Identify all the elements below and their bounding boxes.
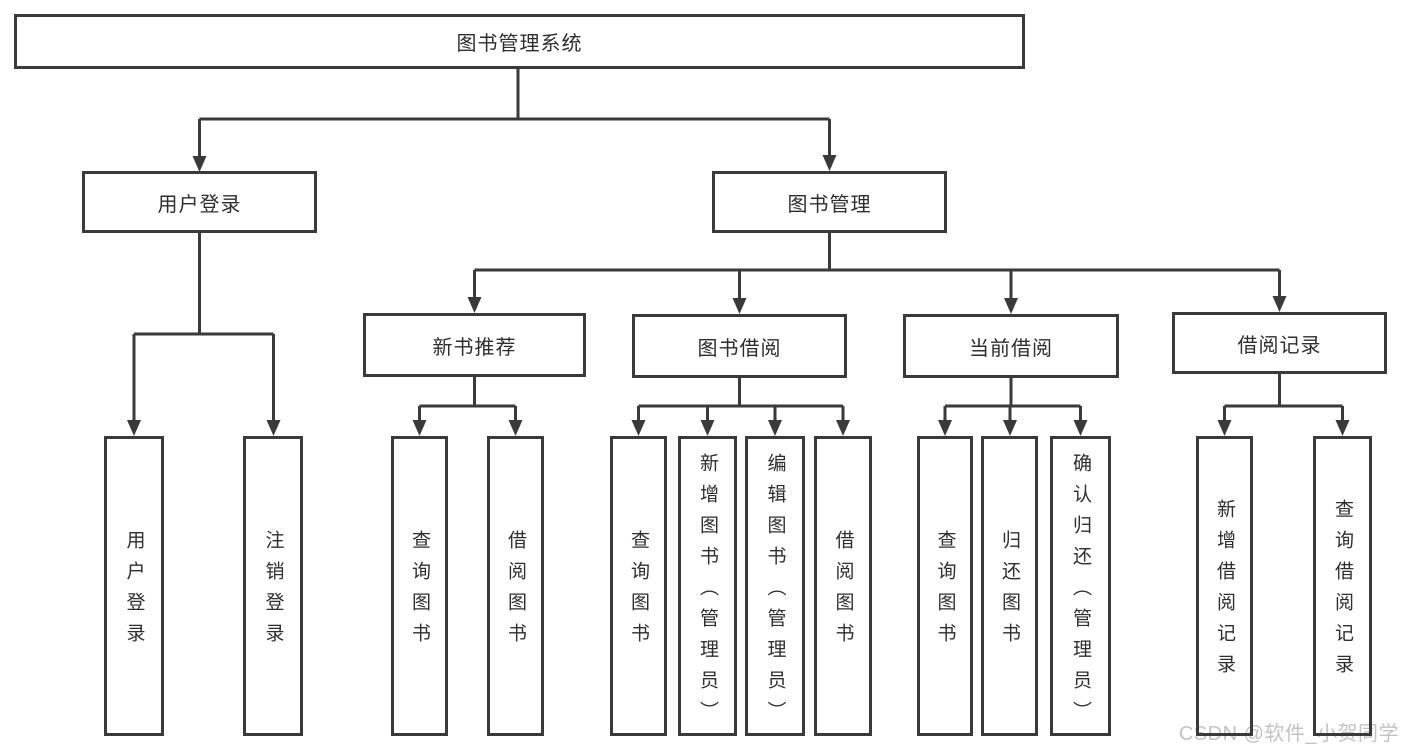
leaf-add-borrow-record: 新增借阅记录 [1196, 436, 1253, 736]
arrow-down-icon [1073, 420, 1088, 436]
watermark: CSDN @软件_小贺同学 [1178, 723, 1399, 745]
leaf-label: 查询借阅记录 [1332, 499, 1353, 685]
node-label: 图书借阅 [697, 337, 782, 360]
arrow-down-icon [732, 298, 747, 314]
leaf-return-books: 归还图书 [981, 436, 1038, 736]
leaf-logout: 注销登录 [243, 436, 303, 736]
leaf-query-borrow-record: 查询借阅记录 [1313, 436, 1372, 736]
arrow-down-icon [822, 155, 837, 171]
leaf-label: 新增借阅记录 [1214, 499, 1235, 685]
leaf-borrow-books-borrowing: 借阅图书 [814, 436, 872, 736]
connector-borrowrecords-branch [1223, 374, 1344, 421]
leaf-label: 归还图书 [999, 530, 1020, 654]
node-user-login: 用户登录 [82, 171, 317, 233]
node-label: 新书推荐 [432, 336, 517, 359]
node-new-book-recommendation: 新书推荐 [363, 313, 586, 377]
arrow-down-icon [631, 420, 646, 436]
node-book-borrowing: 图书借阅 [632, 314, 847, 378]
leaf-label: 确认归还（管理员） [1070, 452, 1091, 732]
arrow-down-icon [1217, 420, 1232, 436]
arrow-down-icon [1272, 296, 1287, 312]
arrow-down-icon [266, 420, 281, 436]
node-label: 图书管理系统 [456, 33, 583, 55]
leaf-user-login: 用户登录 [104, 436, 164, 736]
leaf-confirm-return-admin: 确认归还（管理员） [1050, 436, 1111, 736]
leaf-label: 借阅图书 [505, 530, 526, 654]
arrow-down-icon [700, 420, 715, 436]
arrow-down-icon [412, 420, 427, 436]
arrow-down-icon [768, 420, 782, 436]
leaf-label: 查询图书 [628, 530, 649, 654]
node-label: 图书管理 [787, 193, 872, 216]
node-label: 借阅记录 [1237, 334, 1322, 357]
arrow-down-icon [508, 420, 523, 436]
arrow-down-icon [467, 297, 482, 313]
leaf-query-books-recommend: 查询图书 [391, 436, 448, 736]
leaf-edit-books-admin: 编辑图书（管理员） [745, 436, 805, 736]
node-borrowing-records: 借阅记录 [1172, 312, 1387, 374]
arrow-down-icon [1004, 298, 1018, 314]
connector-root-to-level2 [198, 69, 831, 157]
leaf-query-books-current: 查询图书 [917, 436, 973, 736]
leaf-label: 编辑图书（管理员） [764, 452, 786, 732]
arrow-down-icon [1003, 420, 1017, 436]
arrowheads [127, 155, 1350, 436]
leaf-label: 用户登录 [123, 530, 145, 654]
connector-currentborrow-branch [943, 378, 1082, 421]
arrow-down-icon [1335, 420, 1350, 436]
leaf-label: 借阅图书 [832, 530, 854, 654]
connector-bookmgmt-to-level3 [473, 233, 1281, 299]
node-label: 当前借阅 [969, 337, 1053, 360]
leaf-label: 注销登录 [262, 530, 284, 654]
connector-newbook-branch [418, 377, 517, 421]
connector-bookborrow-branch [637, 378, 845, 421]
leaf-label: 查询图书 [409, 530, 430, 654]
connector-userlogin-branch [132, 233, 275, 421]
node-label: 用户登录 [157, 193, 242, 216]
leaf-add-books-admin: 新增图书（管理员） [678, 436, 737, 736]
leaf-label: 新增图书（管理员） [697, 452, 718, 732]
node-library-management-system: 图书管理系统 [14, 14, 1025, 69]
arrow-down-icon [938, 420, 952, 436]
node-current-borrowing: 当前借阅 [903, 314, 1119, 378]
leaf-borrow-books-recommend: 借阅图书 [487, 436, 544, 736]
arrow-down-icon [836, 420, 850, 436]
arrow-down-icon [192, 156, 207, 172]
node-book-management: 图书管理 [712, 171, 947, 233]
leaf-label: 查询图书 [934, 530, 956, 654]
arrow-down-icon [127, 420, 141, 436]
leaf-query-books-borrowing: 查询图书 [610, 436, 667, 736]
